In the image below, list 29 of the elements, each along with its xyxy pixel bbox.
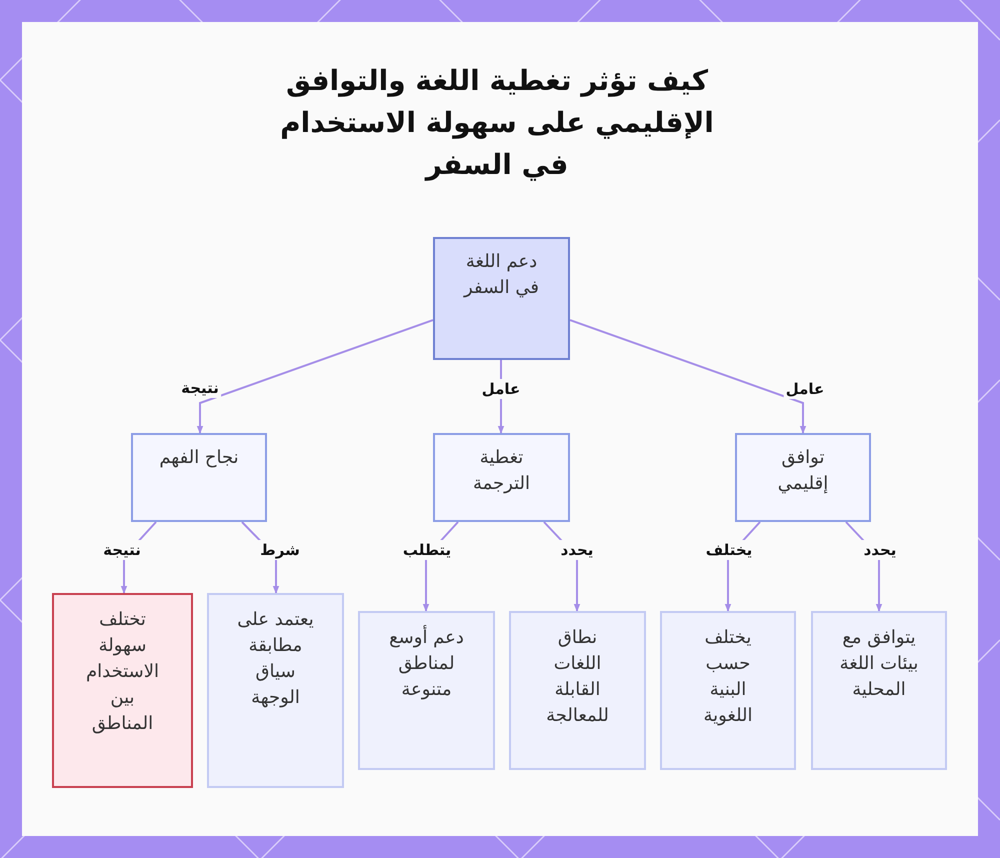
edge-label: شرط bbox=[258, 540, 302, 560]
edge-label: يتطلب bbox=[400, 540, 454, 560]
node-text: توافق إقليمي bbox=[776, 446, 830, 496]
node-text: نجاح الفهم bbox=[159, 446, 239, 470]
concept-box bbox=[660, 611, 796, 770]
concept-box bbox=[358, 611, 495, 770]
node-text: دعم أوسع لمناطق متنوعة bbox=[388, 625, 465, 702]
concept-box bbox=[131, 433, 267, 522]
node-text: يختلف حسب البنية اللغوية bbox=[702, 626, 754, 728]
edge-label: يختلف bbox=[704, 540, 754, 560]
node-text: يتوافق مع بيئات اللغة المحلية bbox=[838, 626, 920, 702]
node-text: نطاق اللغات القابلة للمعالجة bbox=[545, 626, 610, 728]
edge-label: يحدد bbox=[558, 540, 596, 560]
concept-box bbox=[52, 593, 193, 788]
node-text: دعم اللغة في السفر bbox=[462, 250, 540, 300]
connector-arrow bbox=[570, 319, 806, 434]
concept-box bbox=[811, 611, 947, 770]
node-text: يعتمد على مطابقة سياق الوجهة bbox=[236, 608, 315, 710]
node-text: تختلف سهولة الاستخدام بين المناطق bbox=[85, 608, 160, 736]
diagram-title: كيف تؤثر تغطية اللغة والتوافق الإقليمي على سهولة الاستخدام في السفر bbox=[279, 63, 715, 183]
concept-box bbox=[433, 433, 570, 522]
root-concept-box bbox=[433, 237, 570, 360]
edge-label: يحدد bbox=[862, 540, 898, 560]
concept-box bbox=[509, 611, 646, 770]
connector-arrow bbox=[196, 319, 434, 434]
concept-box bbox=[735, 433, 871, 522]
node-text: تغطية الترجمة bbox=[472, 446, 532, 496]
edge-label: نتيجة bbox=[101, 540, 143, 560]
concept-box bbox=[207, 593, 344, 788]
